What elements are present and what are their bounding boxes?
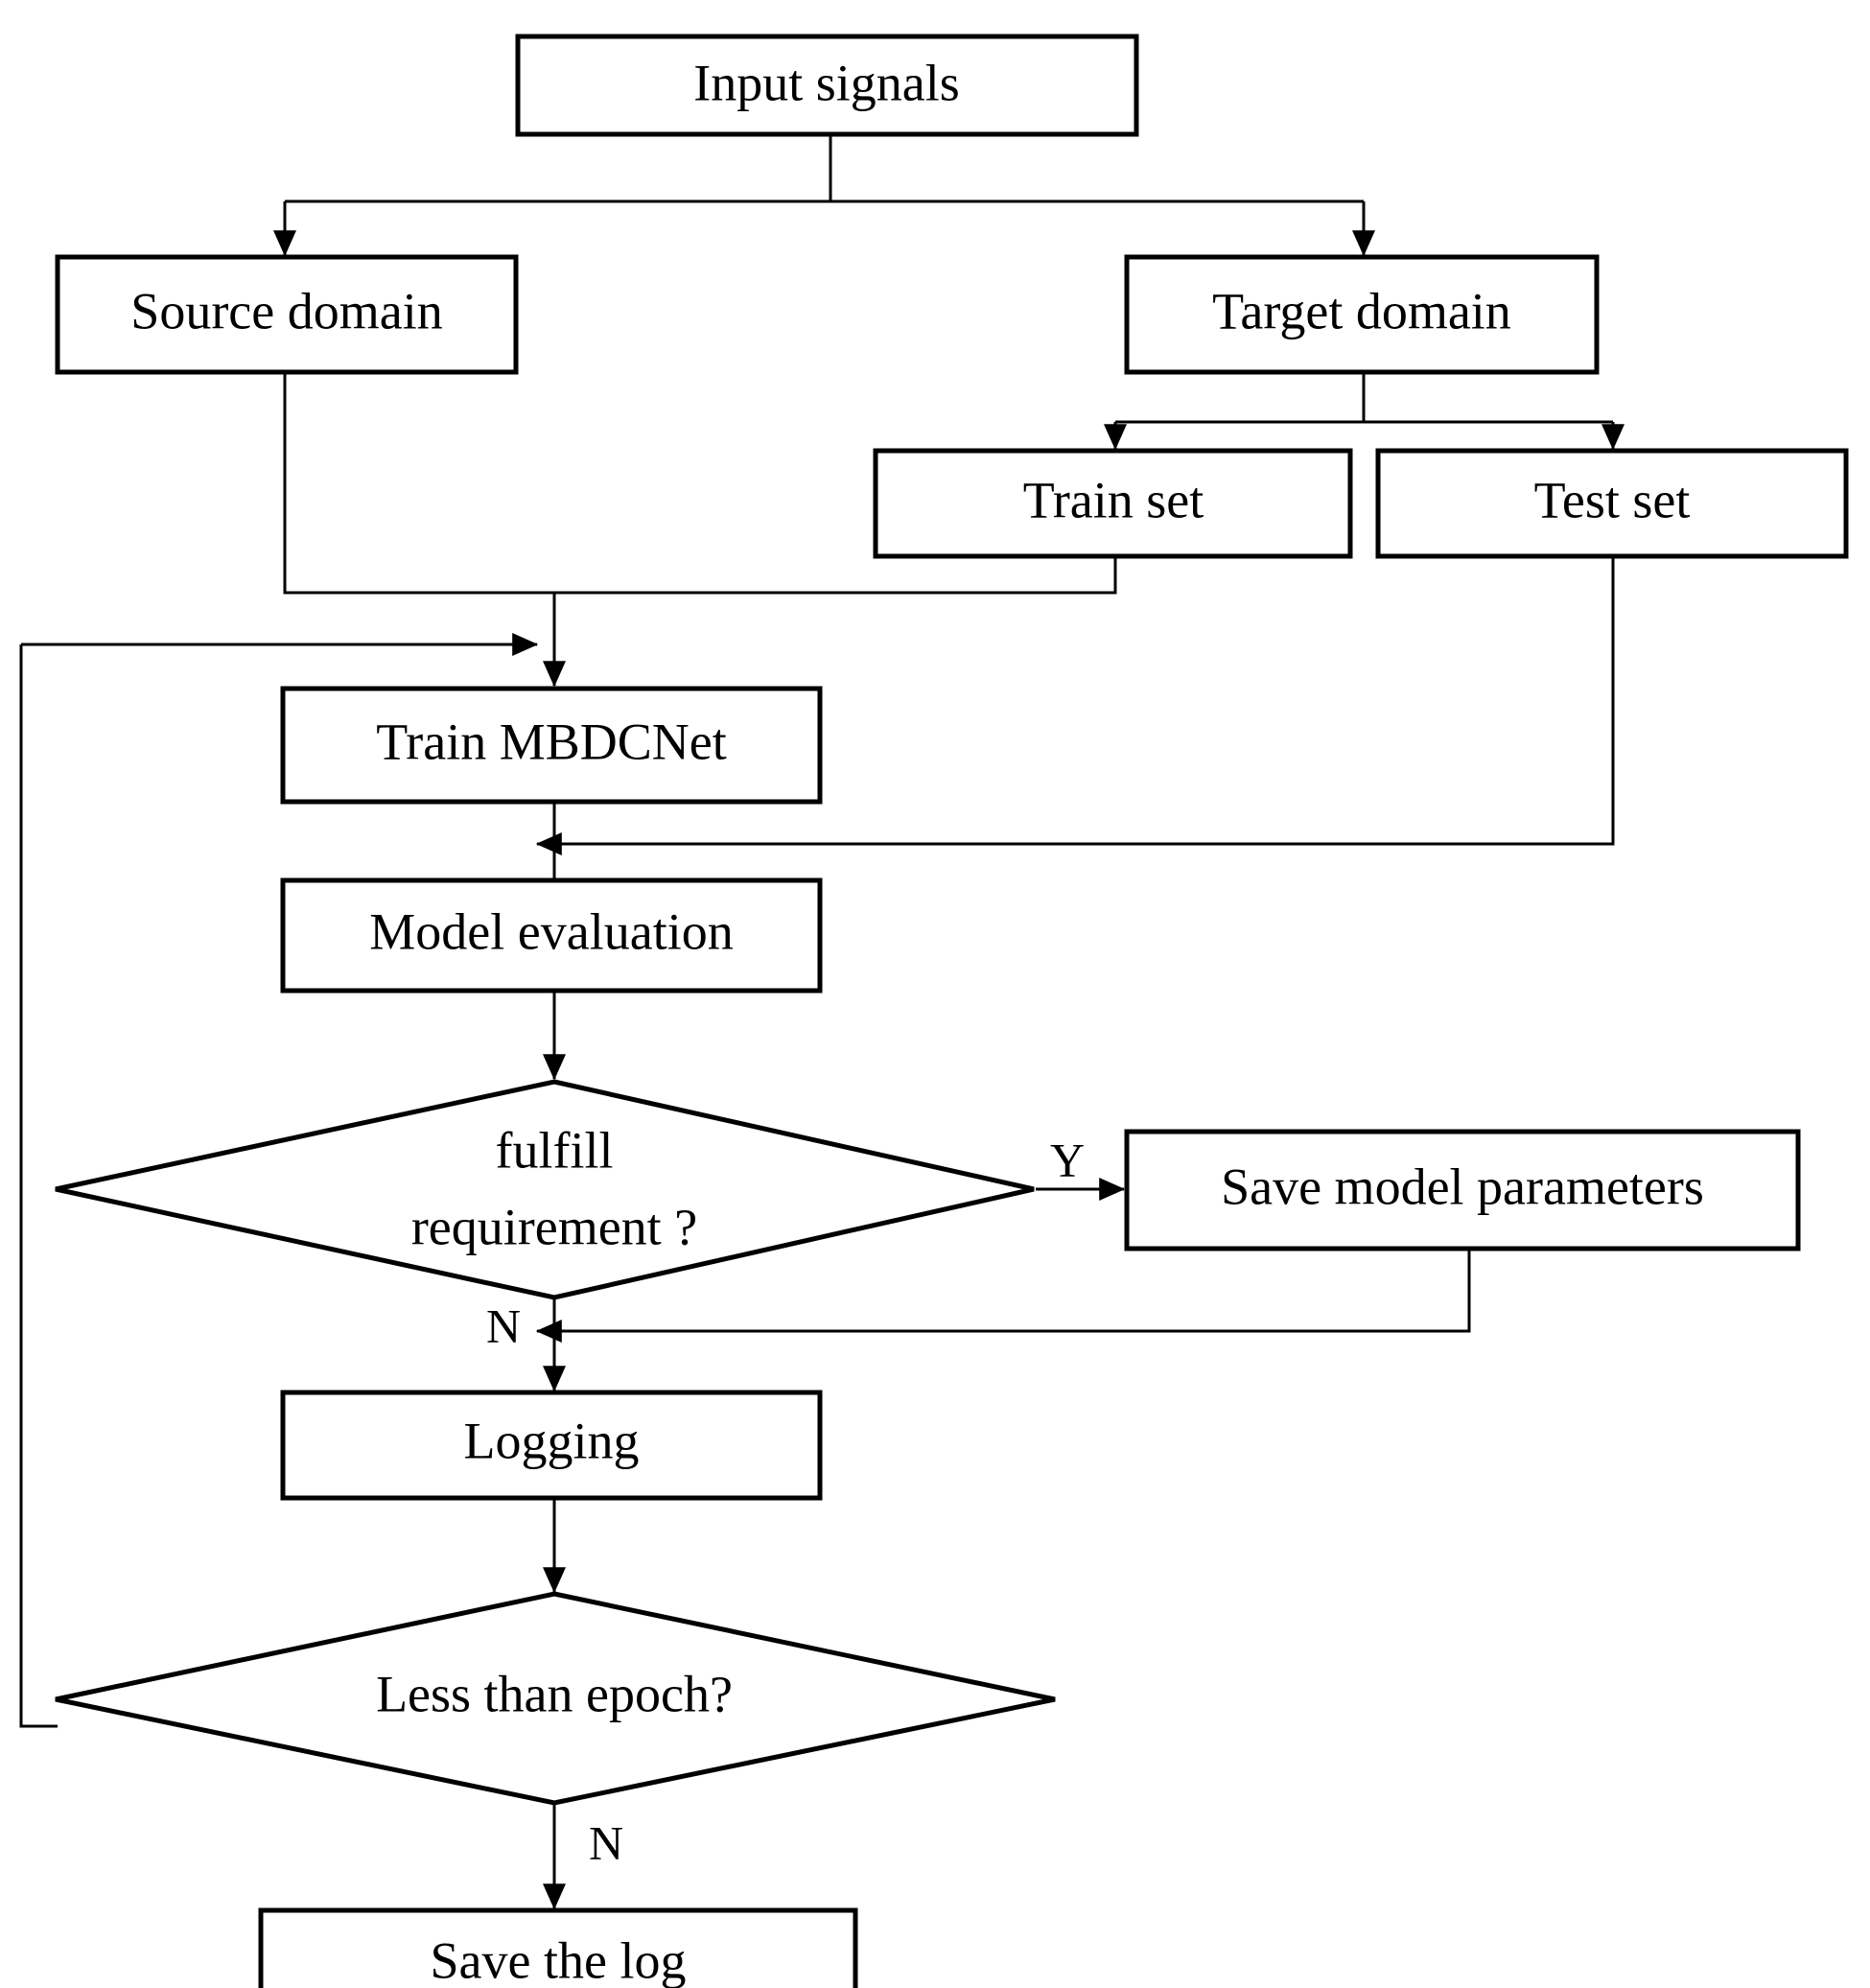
node-logging[interactable]: Logging (280, 1390, 823, 1501)
node-save-the-log[interactable]: Save the log (258, 1907, 858, 1988)
node-test-set[interactable]: Test set (1375, 448, 1849, 559)
node-model-evaluation[interactable]: Model evaluation (280, 877, 823, 994)
node-less-than-epoch[interactable]: Less than epoch? (55, 1591, 1056, 1806)
node-train-set-label: Train set (1023, 471, 1204, 528)
node-fulfill-requirement-label-line1: fulfill (496, 1121, 614, 1179)
node-model-evaluation-box[interactable] (280, 877, 823, 994)
node-source-domain-label: Source domain (130, 282, 442, 339)
node-train-mbdcnet-box[interactable] (280, 686, 823, 805)
node-test-set-label: Test set (1534, 471, 1691, 528)
node-train-mbdcnet[interactable]: Train MBDCNet (280, 686, 823, 805)
edge-label-fulfill-no: N (486, 1298, 521, 1352)
node-less-than-epoch-label: Less than epoch? (376, 1665, 733, 1722)
edge-train-set-to-bus (554, 554, 1117, 595)
node-test-set-box[interactable] (1375, 448, 1849, 559)
node-save-model-parameters-box[interactable] (1124, 1129, 1801, 1251)
node-save-model-parameters[interactable]: Save model parameters (1124, 1129, 1801, 1251)
node-train-set[interactable]: Train set (873, 448, 1353, 559)
node-less-than-epoch-diamond[interactable] (55, 1591, 1056, 1806)
node-fulfill-requirement[interactable]: fulfill requirement ? (55, 1079, 1035, 1300)
node-model-evaluation-label: Model evaluation (369, 902, 733, 960)
edge-test-set-down (575, 554, 1615, 846)
node-logging-box[interactable] (280, 1390, 823, 1501)
edge-label-epoch-no: N (589, 1815, 623, 1869)
node-source-domain-box[interactable] (55, 254, 519, 375)
node-save-the-log-label: Save the log (431, 1931, 687, 1988)
node-input-signals-label: Input signals (693, 54, 960, 111)
node-save-the-log-box[interactable] (258, 1907, 858, 1988)
node-input-signals-box[interactable] (515, 34, 1139, 137)
node-target-domain[interactable]: Target domain (1124, 254, 1600, 375)
node-train-mbdcnet-label: Train MBDCNet (376, 713, 727, 770)
edge-label-fulfill-yes: Y (1050, 1133, 1085, 1186)
node-target-domain-label: Target domain (1212, 282, 1511, 339)
node-train-set-box[interactable] (873, 448, 1353, 559)
node-source-domain[interactable]: Source domain (55, 254, 519, 375)
edge-save-model-down (575, 1249, 1471, 1333)
edge-epoch-loopback-rail (19, 644, 58, 1728)
node-fulfill-requirement-diamond[interactable] (55, 1079, 1035, 1300)
edge-source-domain-down (283, 372, 554, 595)
node-fulfill-requirement-label-line2: requirement ? (411, 1198, 697, 1255)
node-logging-label: Logging (464, 1412, 640, 1469)
node-save-model-parameters-label: Save model parameters (1221, 1158, 1704, 1215)
node-target-domain-box[interactable] (1124, 254, 1600, 375)
node-input-signals[interactable]: Input signals (515, 34, 1139, 137)
